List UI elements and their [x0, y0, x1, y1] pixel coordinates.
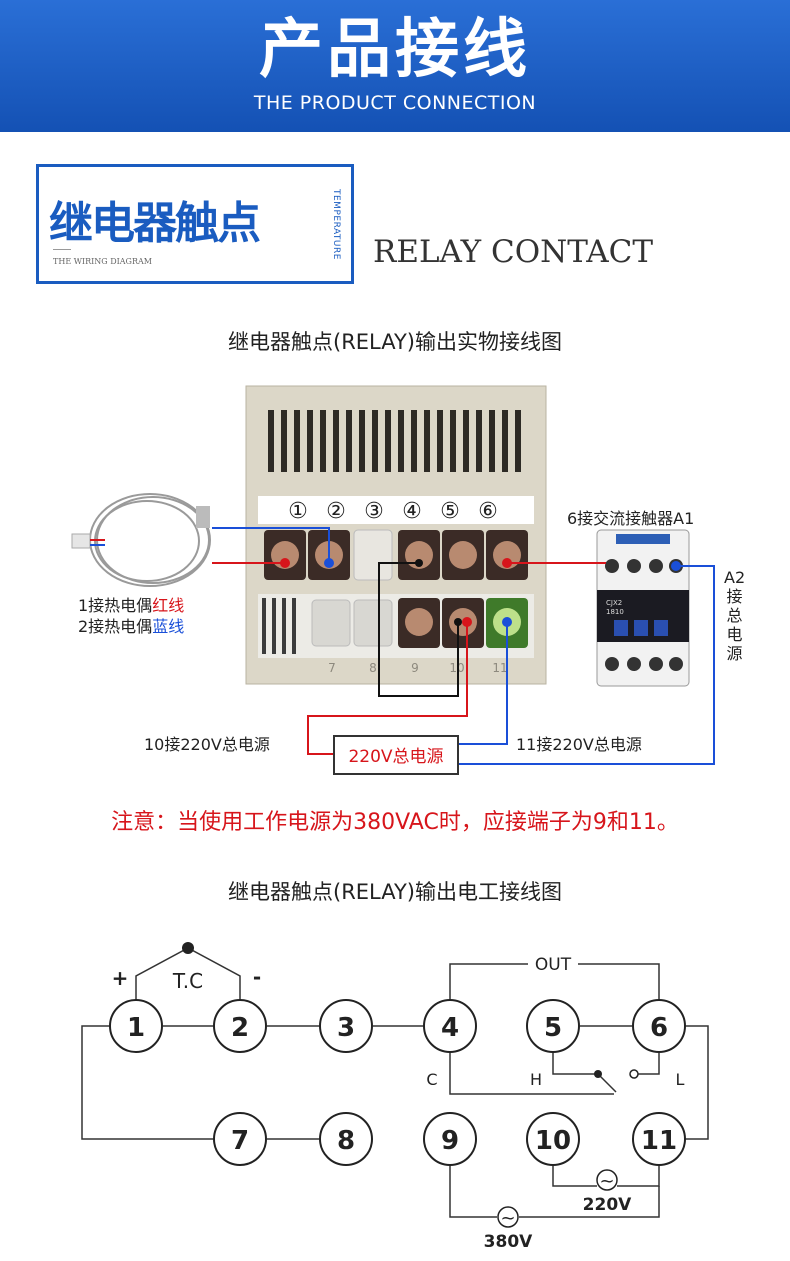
- terminal-number-4: ④: [402, 499, 422, 524]
- minus-label: -: [253, 965, 261, 989]
- c-label: C: [426, 1070, 437, 1089]
- terminal-6-label: 6: [650, 1013, 668, 1043]
- terminal-7: [213, 1112, 267, 1166]
- terminal-5-label: 5: [544, 1013, 562, 1043]
- terminal-11-label: 11: [641, 1126, 677, 1156]
- section-vertical-text: TEMPERATURE: [331, 189, 341, 260]
- warning-note: 注意：当使用工作电源为380VAC时，应接端子为9和11。: [111, 810, 679, 835]
- terminal-label-strip: [258, 496, 534, 524]
- terminal-10: [526, 1112, 580, 1166]
- out-label: OUT: [535, 955, 572, 975]
- terminal-1: [109, 999, 163, 1053]
- section-title-cn: 继电器触点: [49, 198, 261, 249]
- terminal-empty-8: [353, 599, 393, 647]
- blue-wire-a2: [458, 565, 715, 765]
- lower-mark-11: 11: [492, 661, 507, 675]
- page-subtitle: THE PRODUCT CONNECTION: [253, 92, 537, 114]
- terminal-8-label: 8: [337, 1126, 355, 1156]
- terminal-number-2: ②: [326, 499, 346, 524]
- black-jumper-4-9: [378, 562, 459, 697]
- terminal-10-label: 10: [535, 1126, 571, 1156]
- section-divider: [53, 249, 71, 250]
- contactor-label: 6接交流接触器A1: [567, 509, 695, 528]
- terminal-11: [632, 1112, 686, 1166]
- terminal-6: [632, 999, 686, 1053]
- section-small-caption: THE WIRING DIAGRAM: [53, 257, 152, 266]
- blue-wire-power-11: [458, 622, 508, 745]
- plus-label: +: [112, 966, 129, 990]
- switch-contact-open: [629, 1069, 639, 1079]
- header-banner: 产品接线 THE PRODUCT CONNECTION: [0, 0, 790, 132]
- contactor-side-label: A2 接 总 电 源: [724, 568, 746, 663]
- section-title-en: RELAY CONTACT: [373, 234, 654, 270]
- lower-mark-8: 8: [369, 661, 377, 675]
- power-box: [333, 735, 459, 775]
- terminal-5: [526, 999, 580, 1053]
- lower-slots: [262, 598, 296, 654]
- physical-wiring-diagram: ① ② ③ ④ ⑤ ⑥ 7 8 9 10 11: [71, 385, 715, 775]
- h-label: H: [530, 1070, 542, 1089]
- terminal-number-6: ⑥: [478, 499, 498, 524]
- power-right-label: 11接220V总电源: [516, 735, 642, 754]
- l-label: L: [676, 1070, 685, 1089]
- upper-terminals: [264, 529, 528, 581]
- terminal-empty-7: [311, 599, 351, 647]
- switch-pivot-dot: [594, 1070, 602, 1078]
- v220-label: 220V: [583, 1195, 632, 1215]
- terminal-number-3: ③: [364, 499, 384, 524]
- thermocouple-red-label: 1接热电偶红线: [78, 596, 185, 615]
- ac-source-220v-icon: [596, 1169, 618, 1191]
- terminal-1-label: 1: [127, 1013, 145, 1043]
- terminal-3: [319, 999, 373, 1053]
- terminal-8: [319, 1112, 373, 1166]
- terminal-4: [423, 999, 477, 1053]
- terminal-9: [423, 1112, 477, 1166]
- thermocouple-blue-label: 2接热电偶蓝线: [78, 617, 185, 636]
- ac-source-380v-icon: [497, 1206, 519, 1228]
- bottom-terminal-circles: [213, 1112, 686, 1166]
- terminal-number-1: ①: [288, 499, 308, 524]
- contactor-model: CJX2: [606, 599, 622, 607]
- schematic-caption: 继电器触点(RELAY)输出电工接线图: [228, 880, 562, 904]
- v380-label: 380V: [484, 1232, 533, 1252]
- probe-tip: [196, 506, 210, 528]
- ac-symbol-380v: ~: [500, 1208, 515, 1229]
- blue-wire-tc: [212, 527, 330, 563]
- terminal-4-label: 4: [441, 1013, 459, 1043]
- ac-contactor: CJX2 1810: [596, 529, 690, 687]
- terminal-number-5: ⑤: [440, 499, 460, 524]
- terminal-2: [213, 999, 267, 1053]
- ac-symbol-220v: ~: [599, 1171, 614, 1192]
- terminal-9-label: 9: [441, 1126, 459, 1156]
- contactor-model-code: 1810: [606, 608, 624, 616]
- terminal-3-label: 3: [337, 1013, 355, 1043]
- terminal-2-label: 2: [231, 1013, 249, 1043]
- terminal-empty-3: [353, 529, 393, 581]
- schematic-wires: [81, 947, 709, 1218]
- tc-label: T.C: [172, 969, 203, 993]
- power-left-label: 10接220V总电源: [144, 735, 270, 754]
- power-box-label: 220V总电源: [348, 747, 443, 767]
- physical-diagram-caption: 继电器触点(RELAY)输出实物接线图: [228, 330, 562, 354]
- lower-mark-9: 9: [411, 661, 419, 675]
- terminal-7-label: 7: [231, 1126, 249, 1156]
- vent-slots: [268, 410, 521, 472]
- lower-mark-7: 7: [328, 661, 336, 675]
- top-terminal-circles: [109, 999, 686, 1053]
- section-title-box: 继电器触点 THE WIRING DIAGRAM TEMPERATURE: [36, 164, 354, 284]
- tc-junction-dot: [182, 942, 194, 954]
- page-title: 产品接线: [259, 13, 531, 87]
